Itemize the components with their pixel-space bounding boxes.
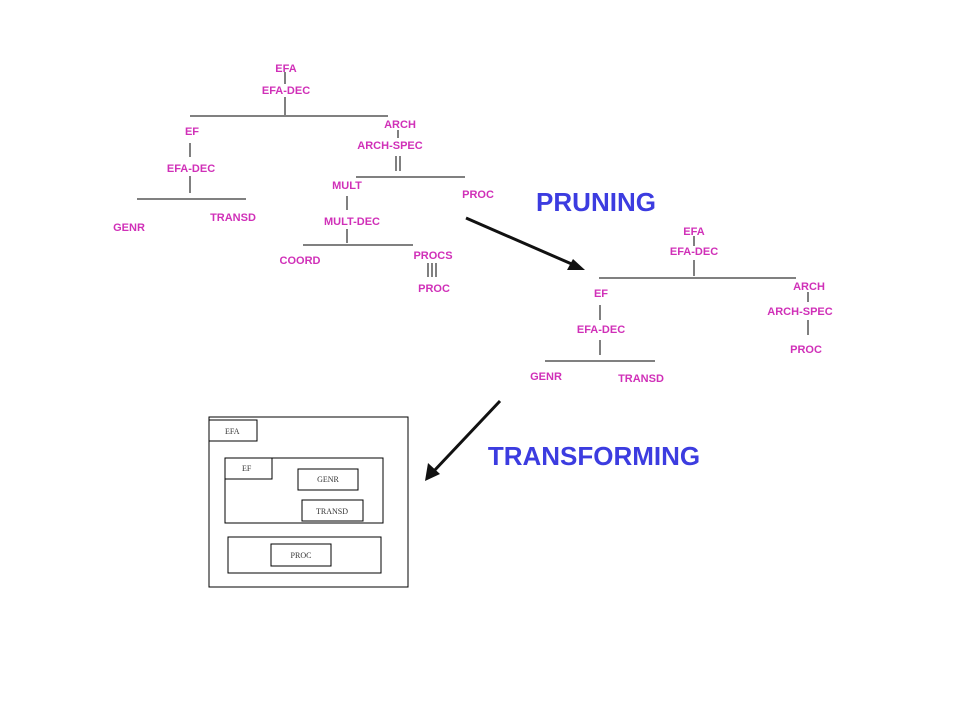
pruned-node-ef: EF (594, 288, 608, 300)
transforming-arrow-shaft (431, 399, 502, 474)
node-mult-dec: MULT-DEC (324, 216, 380, 228)
box-efa-tag (208, 419, 258, 442)
node-mult: MULT (332, 180, 362, 192)
box-genr (297, 468, 359, 491)
node-procs-proc: PROC (418, 283, 450, 295)
node-proc: PROC (462, 189, 494, 201)
pruned-node-genr: GENR (530, 371, 562, 383)
full-tree: EFA EFA-DEC EF EFA-DEC GENR TRANSD ARCH … (113, 63, 494, 295)
pruning-arrow-shaft (465, 216, 575, 267)
pruned-node-efa-dec: EFA-DEC (670, 246, 718, 258)
transforming-arrow (425, 399, 502, 481)
box-ef-tag (224, 457, 273, 480)
pruned-tree: EFA EFA-DEC EF EFA-DEC GENR TRANSD ARCH … (530, 226, 833, 385)
pruning-arrow-head (567, 259, 585, 270)
pruned-node-efa: EFA (683, 226, 704, 238)
box-proc (270, 543, 332, 567)
node-arch-spec: ARCH-SPEC (357, 140, 422, 152)
pruning-arrow (465, 216, 585, 270)
pruned-node-arch: ARCH (793, 281, 825, 293)
node-procs: PROCS (413, 250, 452, 262)
nested-boxes: EFA EF GENR TRANSD PROC (208, 416, 409, 588)
node-transd: TRANSD (210, 212, 256, 224)
box-genr-label: GENR (317, 475, 339, 484)
label-transforming: TRANSFORMING (488, 441, 700, 471)
pruned-node-transd: TRANSD (618, 373, 664, 385)
node-arch: ARCH (384, 119, 416, 131)
box-efa-label: EFA (225, 427, 240, 436)
box-proc-label: PROC (291, 551, 312, 560)
label-pruning: PRUNING (536, 187, 656, 217)
pruned-node-ef-efa-dec: EFA-DEC (577, 324, 625, 336)
node-efa: EFA (275, 63, 296, 75)
node-ef: EF (185, 126, 199, 138)
box-transd (301, 499, 364, 522)
transforming-arrow-head (425, 463, 440, 481)
box-transd-label: TRANSD (316, 507, 348, 516)
node-coord: COORD (280, 255, 321, 267)
pruned-node-arch-spec: ARCH-SPEC (767, 306, 832, 318)
node-genr: GENR (113, 222, 145, 234)
pruned-node-proc: PROC (790, 344, 822, 356)
node-efa-dec: EFA-DEC (262, 85, 310, 97)
node-ef-efa-dec: EFA-DEC (167, 163, 215, 175)
box-ef-label: EF (242, 464, 252, 473)
